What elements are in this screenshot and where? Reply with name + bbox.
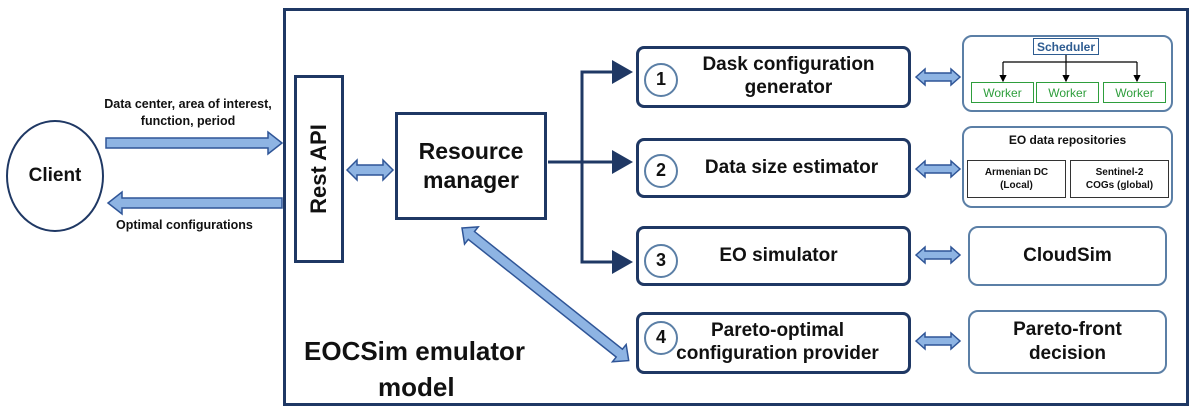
data-size-estimator-label: Data size estimator bbox=[704, 156, 879, 178]
sentinel-2-box: Sentinel-2 COGs (global) bbox=[1070, 160, 1169, 198]
scheduler-box: Scheduler bbox=[1033, 38, 1099, 55]
pareto-provider-line1: Pareto-optimal bbox=[710, 320, 845, 342]
module-number-1: 1 bbox=[644, 63, 678, 97]
resource-manager-line2: manager bbox=[423, 167, 519, 193]
eo-repositories-title: EO data repositories bbox=[1008, 133, 1127, 147]
simulator-double-arrow bbox=[914, 245, 962, 265]
dask-config-line1: Dask configuration bbox=[702, 54, 875, 76]
resource-manager-box: Resource manager bbox=[395, 112, 547, 220]
armenian-dc-line2: (Local) bbox=[1000, 180, 1033, 191]
pareto-front-box: Pareto-front decision bbox=[968, 310, 1167, 374]
response-label: Optimal configurations bbox=[116, 218, 253, 232]
armenian-dc-line1: Armenian DC bbox=[984, 167, 1049, 178]
dask-config-line2: generator bbox=[744, 77, 833, 98]
eo-repositories-box bbox=[962, 126, 1173, 208]
request-arrow bbox=[105, 130, 284, 156]
response-arrow bbox=[106, 190, 283, 216]
cloudsim-box: CloudSim bbox=[968, 226, 1167, 286]
model-label: EOCSim emulator model bbox=[304, 333, 525, 406]
request-label-text: Data center, area of interest, function,… bbox=[104, 97, 272, 128]
resource-manager-line1: Resource bbox=[418, 138, 524, 165]
client-node: Client bbox=[6, 120, 104, 232]
module-number-2: 2 bbox=[644, 154, 678, 188]
model-label-line1: EOCSim emulator bbox=[304, 336, 526, 366]
dask-config-generator-box: 1 Dask configuration generator bbox=[636, 46, 911, 108]
dask-double-arrow bbox=[914, 67, 962, 87]
pareto-provider-box: 4 Pareto-optimal configuration provider bbox=[636, 312, 911, 374]
sentinel-2-line1: Sentinel-2 bbox=[1095, 167, 1144, 178]
armenian-dc-box: Armenian DC (Local) bbox=[967, 160, 1066, 198]
manager-to-modules-line bbox=[548, 60, 633, 164]
data-size-estimator-box: 2 Data size estimator bbox=[636, 138, 911, 198]
scheduler-tree-lines bbox=[999, 55, 1141, 83]
dask-cluster-box bbox=[962, 35, 1173, 112]
rest-api-label: Rest API bbox=[306, 124, 331, 214]
provider-double-arrow bbox=[914, 331, 962, 351]
manager-to-simulator-line bbox=[580, 162, 633, 274]
request-label: Data center, area of interest, function,… bbox=[88, 96, 288, 130]
eo-simulator-label: EO simulator bbox=[719, 244, 838, 266]
module-number-4: 4 bbox=[644, 321, 678, 355]
pareto-front-line2: decision bbox=[1028, 343, 1107, 364]
sentinel-2-line2: COGs (global) bbox=[1085, 180, 1154, 191]
eo-simulator-box: 3 EO simulator bbox=[636, 226, 911, 286]
cloudsim-label: CloudSim bbox=[1023, 245, 1112, 266]
api-manager-double-arrow bbox=[345, 158, 395, 182]
client-label: Client bbox=[28, 165, 82, 186]
manager-provider-double-arrow bbox=[461, 225, 630, 363]
rest-api-box: Rest API bbox=[294, 75, 344, 263]
estimator-double-arrow bbox=[914, 159, 962, 179]
pareto-provider-line2: configuration provider bbox=[676, 343, 879, 364]
model-label-line2: model bbox=[378, 372, 455, 403]
module-number-3: 3 bbox=[644, 244, 678, 278]
worker-box-1: Worker bbox=[971, 82, 1034, 103]
worker-box-3: Worker bbox=[1103, 82, 1166, 103]
worker-box-2: Worker bbox=[1036, 82, 1099, 103]
emulator-frame bbox=[283, 8, 1189, 406]
pareto-front-line1: Pareto-front bbox=[1013, 319, 1122, 341]
